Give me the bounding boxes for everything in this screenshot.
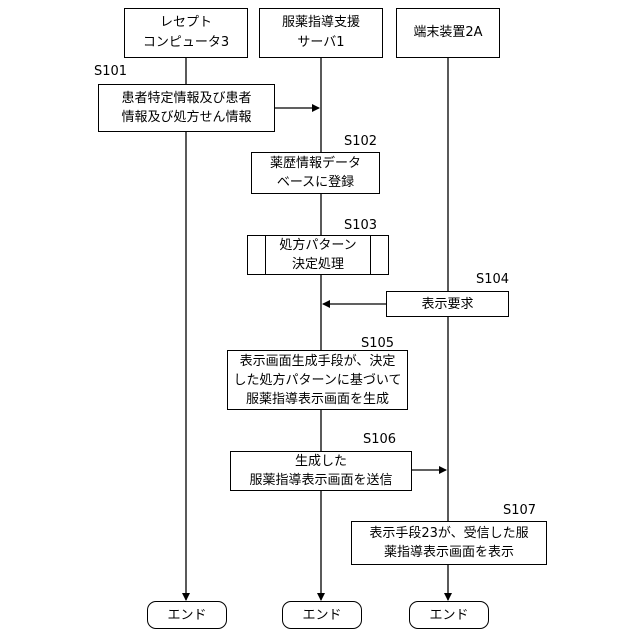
end-terminal-left: エンド — [147, 601, 227, 629]
predefined-process-s103: 処方パターン 決定処理 — [247, 235, 389, 275]
predefined-bar-left — [265, 236, 266, 274]
end-terminal-center: エンド — [282, 601, 362, 629]
predefined-bar-right — [370, 236, 371, 274]
process-s106: 生成した 服薬指導表示画面を送信 — [230, 451, 412, 491]
process-s104: 表示要求 — [386, 291, 509, 317]
lane-header-terminal: 端末装置2A — [396, 8, 500, 58]
process-s102: 薬歴情報データ ベースに登録 — [251, 152, 380, 194]
step-label-s104: S104 — [476, 272, 509, 287]
step-label-s105: S105 — [361, 336, 394, 351]
step-label-s107: S107 — [503, 503, 536, 518]
step-label-s102: S102 — [344, 134, 377, 149]
step-label-s106: S106 — [363, 432, 396, 447]
process-s101: 患者特定情報及び患者 情報及び処方せん情報 — [98, 84, 275, 132]
process-s105: 表示画面生成手段が、決定 した処方パターンに基づいて 服薬指導表示画面を生成 — [227, 350, 408, 410]
lane-header-server: 服薬指導支援 サーバ1 — [259, 8, 383, 58]
end-terminal-right: エンド — [409, 601, 489, 629]
process-s107: 表示手段23が、受信した服 薬指導表示画面を表示 — [351, 521, 547, 565]
step-label-s103: S103 — [344, 218, 377, 233]
process-s103-text: 処方パターン 決定処理 — [279, 236, 356, 274]
lane-header-receipt-computer: レセプト コンピュータ3 — [124, 8, 248, 58]
step-label-s101: S101 — [94, 64, 127, 79]
